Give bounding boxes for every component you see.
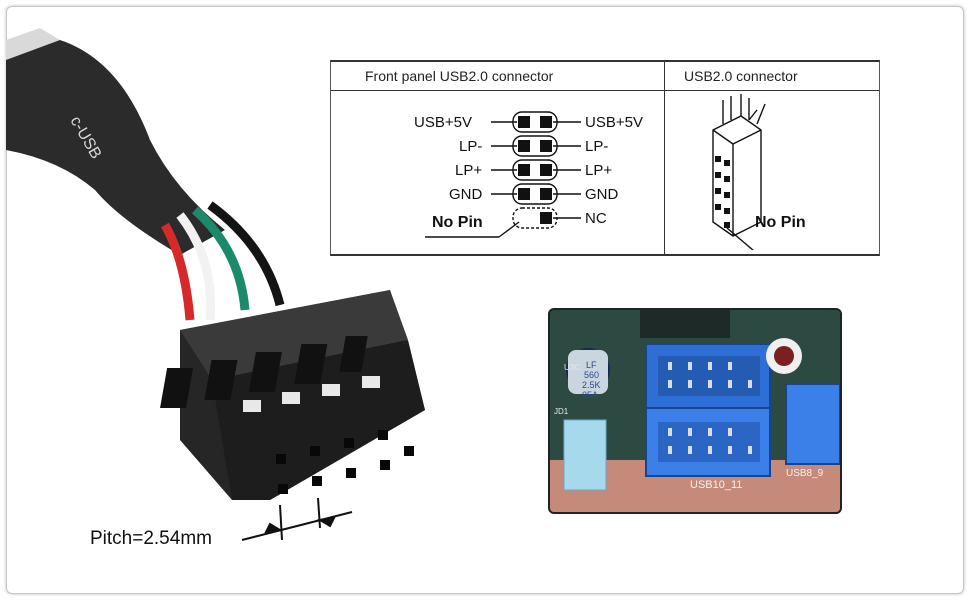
table-header-row: [331, 62, 879, 91]
header-usb-connector: USB2.0 connector: [684, 68, 798, 84]
left-pin-3: LP+: [455, 162, 483, 179]
left-pin-1: USB+5V: [414, 114, 472, 131]
cap-text-2: 560: [584, 370, 599, 380]
usb-connector-sketch: [712, 94, 766, 250]
cable-connector-illustration: c-USB: [6, 28, 425, 541]
left-pin-4: GND: [449, 186, 483, 203]
u3c-label: U3C: [564, 363, 580, 372]
right-pin-3: LP+: [585, 162, 613, 179]
motherboard-photo: LF 560 2.5K 05A U3C JD1 USB10_11 USB8_9: [548, 308, 842, 514]
usb8-9-label: USB8_9: [786, 468, 824, 479]
pitch-indicator: [241, 497, 353, 541]
right-pin-5: NC: [585, 210, 607, 227]
cable-jacket: [6, 40, 225, 255]
cable-end-white: [6, 28, 60, 60]
wire-red: [161, 222, 195, 321]
usb-header-right: [785, 383, 840, 465]
cap-text-4: 05A: [582, 390, 598, 400]
table-column-divider: [664, 62, 665, 254]
left-pin-2: LP-: [459, 138, 483, 155]
right-pin-2: LP-: [585, 138, 609, 155]
pitch-label: Pitch=2.54mm: [90, 528, 212, 549]
cap-text-3: 2.5K: [582, 380, 601, 390]
right-pin-4: GND: [585, 186, 619, 203]
cap-text-1: LF: [586, 360, 597, 370]
jd1-label: JD1: [554, 407, 569, 416]
left-no-pin-label: No Pin: [432, 214, 483, 231]
connector-no-pin-label: No Pin: [755, 214, 806, 231]
plug-top-slots: [160, 336, 380, 412]
motherboard-photo-art: LF 560 2.5K 05A U3C JD1 USB10_11 USB8_9: [550, 310, 840, 512]
pinout-table: Front panel USB2.0 connector USB2.0 conn…: [330, 60, 880, 256]
usb10-11-label: USB10_11: [690, 479, 742, 491]
wire-white: [176, 212, 216, 321]
wire-green: [191, 206, 250, 311]
pin-header-diagram: [425, 111, 581, 238]
header-front-panel: Front panel USB2.0 connector: [365, 68, 554, 84]
plug-holes: [276, 430, 414, 494]
right-pin-1: USB+5V: [585, 114, 643, 131]
plug-top: [180, 290, 408, 380]
wire-black: [207, 201, 285, 307]
